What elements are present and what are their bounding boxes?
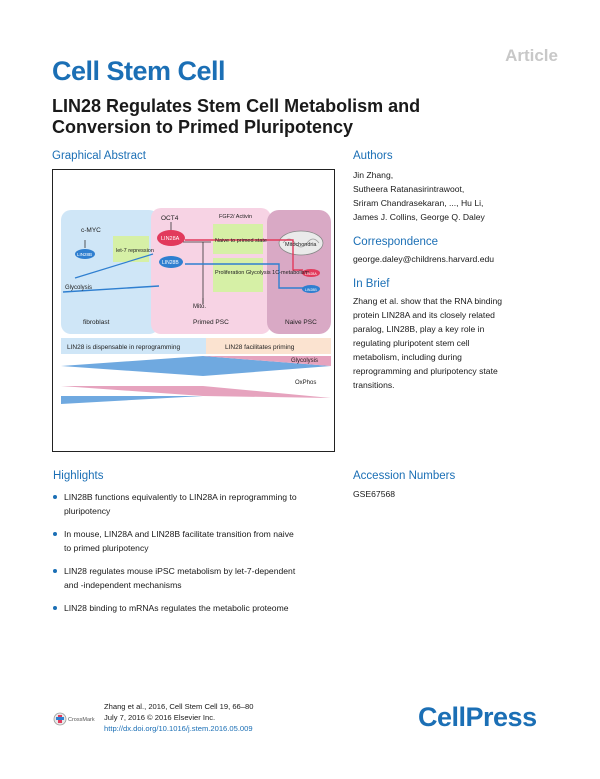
citation-line: Zhang et al., 2016, Cell Stem Cell 19, 6… <box>104 702 254 711</box>
author-line: Sutheera Ratanasirintrawoot, <box>353 184 465 194</box>
correspondence-heading: Correspondence <box>353 236 439 248</box>
in-brief-line: protein LIN28A and its closely related <box>353 310 495 320</box>
in-brief-line: Zhang et al. show that the RNA binding <box>353 296 503 306</box>
date-line: July 7, 2016 © 2016 Elsevier Inc. <box>104 713 216 722</box>
graphical-abstract-heading: Graphical Abstract <box>52 150 146 162</box>
crossmark-icon: CrossMark <box>53 712 95 726</box>
highlights-list: LIN28B functions equivalently to LIN28A … <box>53 490 353 624</box>
journal-logo: Cell Stem Cell <box>52 56 226 86</box>
highlight-item: LIN28 regulates mouse iPSC metabolism by… <box>53 564 353 592</box>
cellpress-logo: CellPress <box>418 702 537 732</box>
fgf2-label: FGF2/ Activin <box>219 214 252 220</box>
primed-psc-label: Primed PSC <box>193 319 229 326</box>
bullet-icon <box>53 495 57 499</box>
article-tag: Article <box>505 46 558 65</box>
naive-primed-label: Naive to primed state <box>215 238 267 244</box>
glycolysis-left-label: Glycolysis <box>65 285 92 291</box>
facilitates-label: LIN28 facilitates priming <box>225 344 295 351</box>
mitochondria-shape <box>278 230 324 256</box>
let7-label: let-7 repression <box>116 248 154 254</box>
fibroblast-label: fibroblast <box>83 319 110 326</box>
dispensable-bar <box>61 338 206 354</box>
in-brief-line: reprogramming and pluripotency state <box>353 366 498 376</box>
cmyc-label: c-MYC <box>81 227 101 234</box>
lin28b-left-blob <box>75 249 95 259</box>
svg-text:CrossMark: CrossMark <box>68 717 95 723</box>
fibroblast-cell <box>61 210 159 334</box>
graphical-abstract-diagram: c-MYC LIN28B let-7 repression Glycolysis… <box>61 208 331 404</box>
highlight-item: LIN28 binding to mRNAs regulates the met… <box>53 601 353 615</box>
bullet-icon <box>53 569 57 573</box>
dispensable-label: LIN28 is dispensable in reprogramming <box>67 344 180 351</box>
doi-link[interactable]: http://dx.doi.org/10.1016/j.stem.2016.05… <box>104 724 253 733</box>
highlights-heading: Highlights <box>53 470 104 482</box>
highlight-item: LIN28B functions equivalently to LIN28A … <box>53 490 353 518</box>
lin28b-right-blob <box>302 285 320 293</box>
lin28b-right-label: LIN28B <box>305 288 317 292</box>
footer-citation: Zhang et al., 2016, Cell Stem Cell 19, 6… <box>104 701 253 734</box>
naive-psc-label: Naive PSC <box>285 319 317 326</box>
accession-number: GSE67568 <box>353 489 396 499</box>
mitochondria-label: Mitochondria <box>285 242 317 248</box>
lin28a-blob <box>157 230 185 246</box>
article-title: LIN28 Regulates Stem Cell Metabolism and… <box>52 96 421 137</box>
correspondence-email[interactable]: george.daley@childrens.harvard.edu <box>353 254 495 264</box>
proliferation-label: Proliferation Glycolysis 1C-metabolism <box>215 270 310 276</box>
crossmark-logo[interactable]: CrossMark <box>53 711 97 727</box>
oxphos-bar-label: OxPhos <box>295 380 316 386</box>
in-brief-line: transitions. <box>353 380 395 390</box>
lin28a-right-label: LIN28A <box>305 272 317 276</box>
in-brief-line: paralog, LIN28B, play a key role in <box>353 324 485 334</box>
glycolysis-trend <box>61 356 331 376</box>
highlight-item: In mouse, LIN28A and LIN28B facilitate t… <box>53 527 353 555</box>
lin28a-label: LIN28A <box>161 236 180 242</box>
author-line: James J. Collins, George Q. Daley <box>353 212 485 222</box>
bullet-icon <box>53 532 57 536</box>
bullet-icon <box>53 606 57 610</box>
facilitates-bar <box>206 338 331 354</box>
authors-heading: Authors <box>353 150 393 162</box>
lin28b-left-label: LIN28B <box>77 252 92 257</box>
naive-primed-box <box>213 224 263 254</box>
authors-list: Jin Zhang, Sutheera Ratanasirintrawoot, … <box>353 168 553 224</box>
lin28b-mid-blob <box>159 256 183 268</box>
in-brief-line: metabolism, including during <box>353 352 462 362</box>
oxphos-trend <box>61 386 331 398</box>
author-line: Sriram Chandrasekaran, ..., Hu Li, <box>353 198 484 208</box>
lin28a-right-blob <box>302 269 320 277</box>
author-line: Jin Zhang, <box>353 170 394 180</box>
graphical-abstract-box: c-MYC LIN28B let-7 repression Glycolysis… <box>52 169 335 452</box>
oct4-label: OCT4 <box>161 215 179 222</box>
accession-heading: Accession Numbers <box>353 470 456 482</box>
in-brief-text: Zhang et al. show that the RNA binding p… <box>353 294 553 392</box>
in-brief-heading: In Brief <box>353 278 390 290</box>
mito-label: Mito. <box>193 304 206 310</box>
glycolysis-bar-label: Glycolysis <box>291 358 318 364</box>
lin28b-mid-label: LIN28B <box>162 260 179 266</box>
in-brief-line: regulating pluripotent stem cell <box>353 338 470 348</box>
